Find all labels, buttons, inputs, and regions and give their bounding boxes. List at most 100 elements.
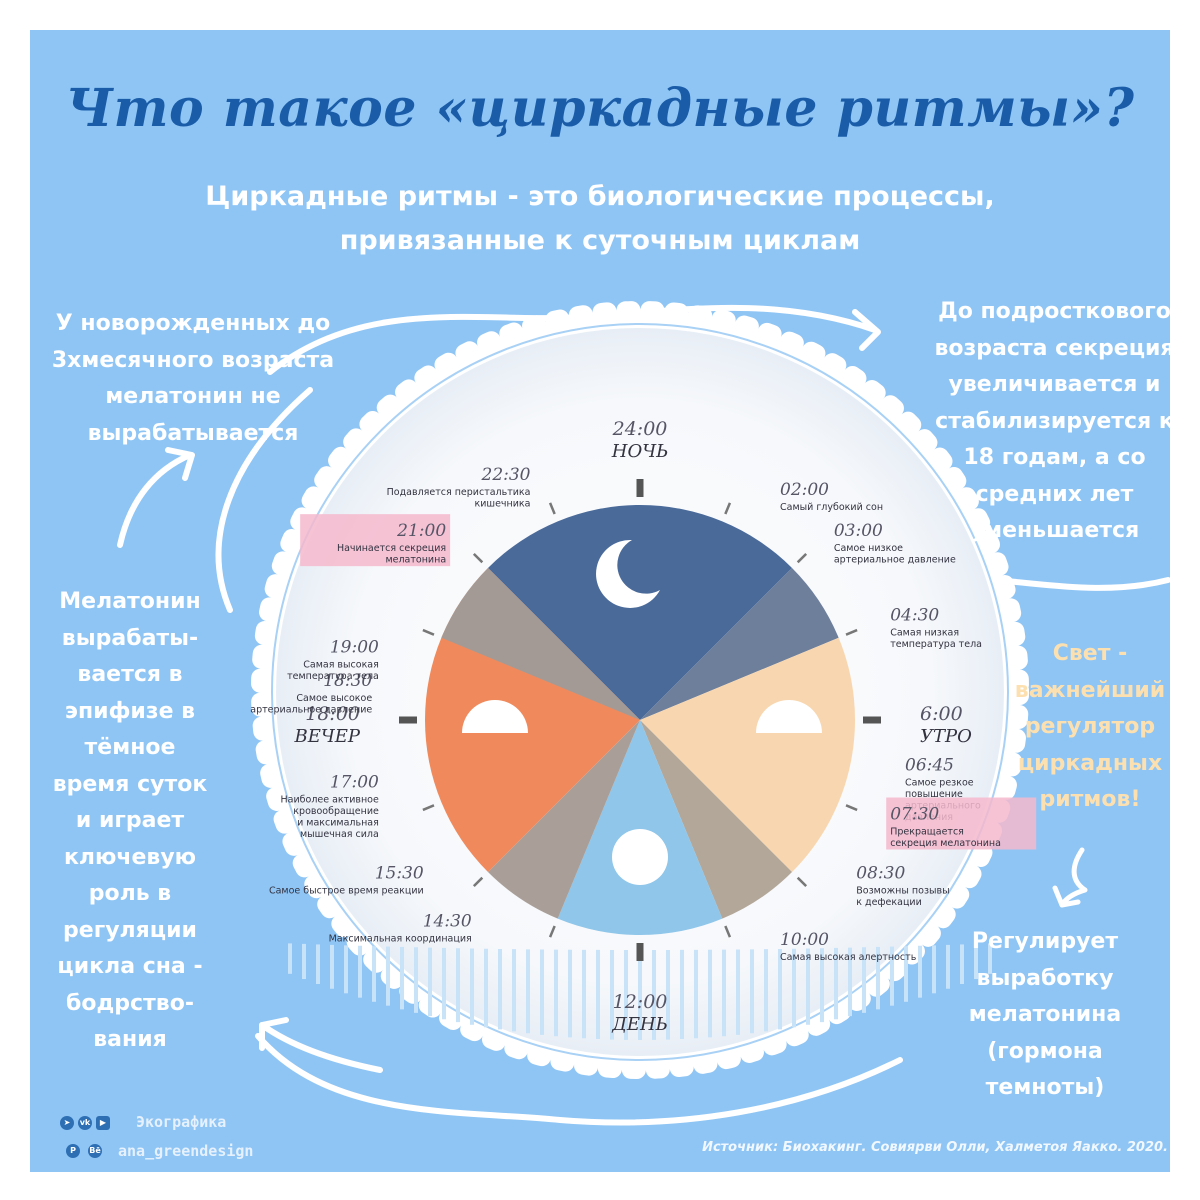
event-label: кровообращение <box>293 806 379 817</box>
source-citation: Источник: Биохакинг. Совиярви Олли, Халм… <box>702 1140 1168 1155</box>
event-time: 06:45 <box>905 756 954 776</box>
top-swoosh-arrowhead <box>852 309 881 351</box>
highlight-marker <box>300 514 451 567</box>
decorative-bottom-swoosh <box>255 1033 903 1126</box>
event-time: 02:00 <box>780 480 829 500</box>
event-label: артериальное давление <box>250 705 372 716</box>
right-curly-arrow <box>1052 847 1088 908</box>
event-label: Максимальная координация <box>329 933 472 944</box>
event-time: 17:00 <box>330 772 379 792</box>
event-label: Наиболее активное <box>281 794 379 805</box>
event-label: Самое высокое <box>296 693 372 704</box>
clock-tick <box>472 876 484 888</box>
event-time: 08:30 <box>856 863 905 883</box>
light-regulator-note: Свет - важнейший регулятор циркадных рит… <box>1014 641 1166 812</box>
event-time: 21:00 <box>396 521 446 541</box>
event-label: Самое низкое <box>834 543 903 554</box>
event-label: температура тела <box>287 671 379 682</box>
decorative-fence <box>288 943 992 1040</box>
part-of-day-label: УТРО <box>920 726 972 747</box>
left-up-arrow <box>117 447 195 548</box>
event-time: 19:00 <box>330 638 379 658</box>
pinterest-icon[interactable]: P <box>66 1144 80 1158</box>
page-title: Что такое «циркадные ритмы»? <box>65 78 1135 139</box>
melatonin-production-note: Мелатонин вырабаты- вается в эпифизе в т… <box>52 589 208 1052</box>
page-subtitle: Циркадные ритмы - это биологические проц… <box>205 181 995 256</box>
clock-tick <box>472 552 484 564</box>
event-time: 12:00 <box>613 991 668 1013</box>
event-time: 14:30 <box>423 911 472 931</box>
telegram-icon[interactable]: ➤ <box>60 1116 74 1130</box>
clock-sector <box>557 720 723 935</box>
part-of-day-label: НОЧЬ <box>611 441 669 462</box>
clock-sectors <box>424 505 855 935</box>
part-of-day-label: ВЕЧЕР <box>293 726 360 747</box>
event-time: 18:00 <box>305 703 360 725</box>
event-label: Возможны позывы <box>856 885 949 896</box>
clock-tick <box>724 502 732 515</box>
event-label: Самая высокая <box>303 660 379 671</box>
clock-sector <box>640 720 793 919</box>
sunrise-icon-right <box>756 700 822 733</box>
event-label: Самая высокая алертность <box>780 952 917 963</box>
clock-tick <box>724 925 732 938</box>
event-label: Самый глубокий сон <box>780 502 883 513</box>
event-label: Самое быстрое время реакции <box>269 885 424 896</box>
brand-name: Экографика <box>136 1113 227 1131</box>
event-label: и максимальная <box>297 817 379 828</box>
clock-tick <box>796 876 808 888</box>
event-label: Прекращается <box>890 826 964 837</box>
highlight-marker <box>886 797 1037 850</box>
vk-icon[interactable]: vk <box>78 1116 92 1130</box>
event-label: повышение <box>905 789 963 800</box>
part-of-day-label: ДЕНЬ <box>611 1014 668 1035</box>
event-label: секреция мелатонина <box>890 838 1001 849</box>
event-label: к дефекации <box>856 897 922 908</box>
clock-tick <box>548 925 556 938</box>
melatonin-regulation-note: Регулирует выработку мелатонина (гормона… <box>968 929 1122 1100</box>
clock-tick <box>548 502 556 515</box>
clock-sector <box>487 505 793 720</box>
bottom-left-arrow <box>259 1017 383 1073</box>
sun-icon <box>612 829 668 885</box>
brand-handle: ana_greendesign <box>118 1142 254 1160</box>
event-time: 04:30 <box>890 606 939 626</box>
clock-ticks <box>399 479 881 961</box>
clock-sector <box>640 567 839 720</box>
event-label: кишечника <box>474 498 530 509</box>
event-label: артериальное давление <box>834 555 956 566</box>
decorative-left-swoosh <box>215 387 313 613</box>
clock-tick <box>422 628 435 636</box>
sunset-icon-left <box>462 700 528 733</box>
event-label: мышечная сила <box>300 829 379 840</box>
clock-tick <box>422 804 435 812</box>
event-time: 03:00 <box>834 521 883 541</box>
youtube-icon[interactable]: ▶ <box>96 1116 110 1130</box>
event-label: Начинается секреция <box>337 543 446 554</box>
clock-tick <box>845 628 858 636</box>
event-time: 18:30 <box>323 671 372 691</box>
event-time: 07:30 <box>890 804 939 824</box>
newborn-melatonin-note: У новорожденных до 3хмесячного возраста … <box>51 311 335 446</box>
clock-tick <box>796 552 808 564</box>
behance-icon[interactable]: Bē <box>88 1144 102 1158</box>
